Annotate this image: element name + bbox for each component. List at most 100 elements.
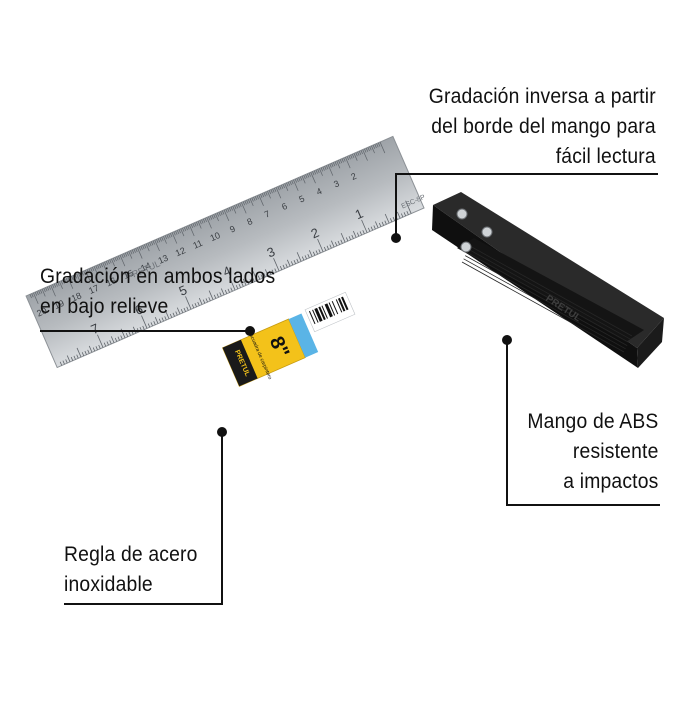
tick-mark <box>308 250 313 257</box>
cm-number: 7 <box>263 208 272 219</box>
tick-mark <box>180 309 184 314</box>
barcode-icon <box>308 296 349 325</box>
tick-mark <box>161 317 164 322</box>
cm-number: 4 <box>315 186 324 197</box>
tick-mark <box>141 315 148 329</box>
tick-mark <box>242 201 246 206</box>
leader-dots <box>217 233 512 437</box>
leader-top <box>395 173 658 238</box>
tick-mark <box>103 342 107 347</box>
tick-mark <box>145 243 150 252</box>
blade-bottom-ticks <box>29 141 386 304</box>
tick-mark <box>202 299 206 304</box>
tick-mark <box>225 208 228 213</box>
tick-mark <box>378 222 382 227</box>
tick-mark <box>222 210 225 215</box>
tick-mark <box>78 273 81 277</box>
tick-mark <box>287 181 291 186</box>
cm-number: 6 <box>280 201 289 212</box>
tick-mark <box>88 345 93 353</box>
tick-mark <box>374 221 379 229</box>
tick-mark <box>114 337 118 342</box>
tick-mark <box>232 205 237 214</box>
tick-mark <box>334 242 338 247</box>
tick-mark <box>277 186 280 191</box>
tick-mark <box>168 233 171 238</box>
abs-handle: PRETUL <box>432 192 664 368</box>
tick-mark <box>352 153 355 158</box>
tick-mark <box>157 238 161 243</box>
tick-mark <box>73 355 76 360</box>
tick-mark <box>235 285 239 290</box>
callout-abs-handle: Mango de ABS resistente a impactos <box>527 407 658 497</box>
tick-mark <box>365 147 369 152</box>
leader-bottom <box>64 432 223 605</box>
tick-mark <box>125 332 129 337</box>
tick-mark <box>348 236 352 241</box>
callout-both-sides-graduation: Gradación en ambos lados en bajo relieve <box>40 262 275 322</box>
tick-mark <box>175 230 178 235</box>
tick-mark <box>107 260 110 265</box>
tick-mark <box>154 317 159 324</box>
tick-mark <box>331 163 334 167</box>
tick-mark <box>267 190 271 199</box>
tick-mark <box>285 263 288 268</box>
tick-mark <box>296 252 302 262</box>
callout-line: Regla de acero <box>64 543 198 566</box>
tick-mark <box>111 258 115 267</box>
tick-mark <box>337 240 340 245</box>
tick-mark <box>46 286 50 291</box>
tick-mark <box>220 288 225 296</box>
tick-mark <box>378 142 381 147</box>
tick-mark <box>53 283 57 288</box>
tick-mark <box>164 316 167 321</box>
tick-mark <box>215 213 219 222</box>
tick-mark <box>271 269 274 274</box>
tick-mark <box>369 146 372 151</box>
tick-mark <box>373 225 376 230</box>
tick-mark <box>52 284 55 289</box>
tick-mark <box>208 297 211 302</box>
tick-mark <box>109 259 112 264</box>
tick-mark <box>244 200 247 205</box>
tick-mark <box>301 256 305 261</box>
tick-mark <box>57 282 60 287</box>
tick-mark <box>133 248 136 253</box>
tick-mark <box>154 239 160 252</box>
tick-mark <box>324 166 327 170</box>
tick-mark <box>296 178 299 183</box>
tick-mark <box>29 294 32 299</box>
tick-mark <box>79 272 83 277</box>
tick-mark <box>229 277 236 291</box>
tick-mark <box>254 196 258 201</box>
callout-line: a impactos <box>562 470 658 493</box>
tick-mark <box>252 277 255 282</box>
tick-mark <box>260 193 263 198</box>
tick-mark <box>345 156 351 169</box>
callout-line: en bajo relieve <box>40 295 169 318</box>
tick-mark <box>190 224 194 229</box>
tick-mark <box>305 174 308 179</box>
tick-mark <box>183 307 186 312</box>
tick-mark <box>253 196 256 201</box>
tick-mark <box>227 208 230 213</box>
tick-mark <box>62 279 65 284</box>
cm-number: 10 <box>209 230 222 243</box>
tick-mark <box>97 334 104 348</box>
tick-mark <box>406 210 409 215</box>
tick-mark <box>317 238 324 253</box>
tick-mark <box>130 250 133 255</box>
tick-mark <box>384 220 387 225</box>
tick-mark <box>360 150 363 155</box>
tick-mark <box>326 165 329 170</box>
tick-mark <box>293 259 296 264</box>
tick-mark <box>178 229 181 234</box>
tick-mark <box>257 275 261 280</box>
tick-mark <box>180 228 185 237</box>
tick-mark <box>124 252 128 257</box>
tick-mark <box>346 156 350 161</box>
barcode-sticker <box>304 291 356 333</box>
tick-mark <box>88 268 91 273</box>
tick-mark <box>202 218 206 223</box>
tick-mark <box>265 191 268 196</box>
